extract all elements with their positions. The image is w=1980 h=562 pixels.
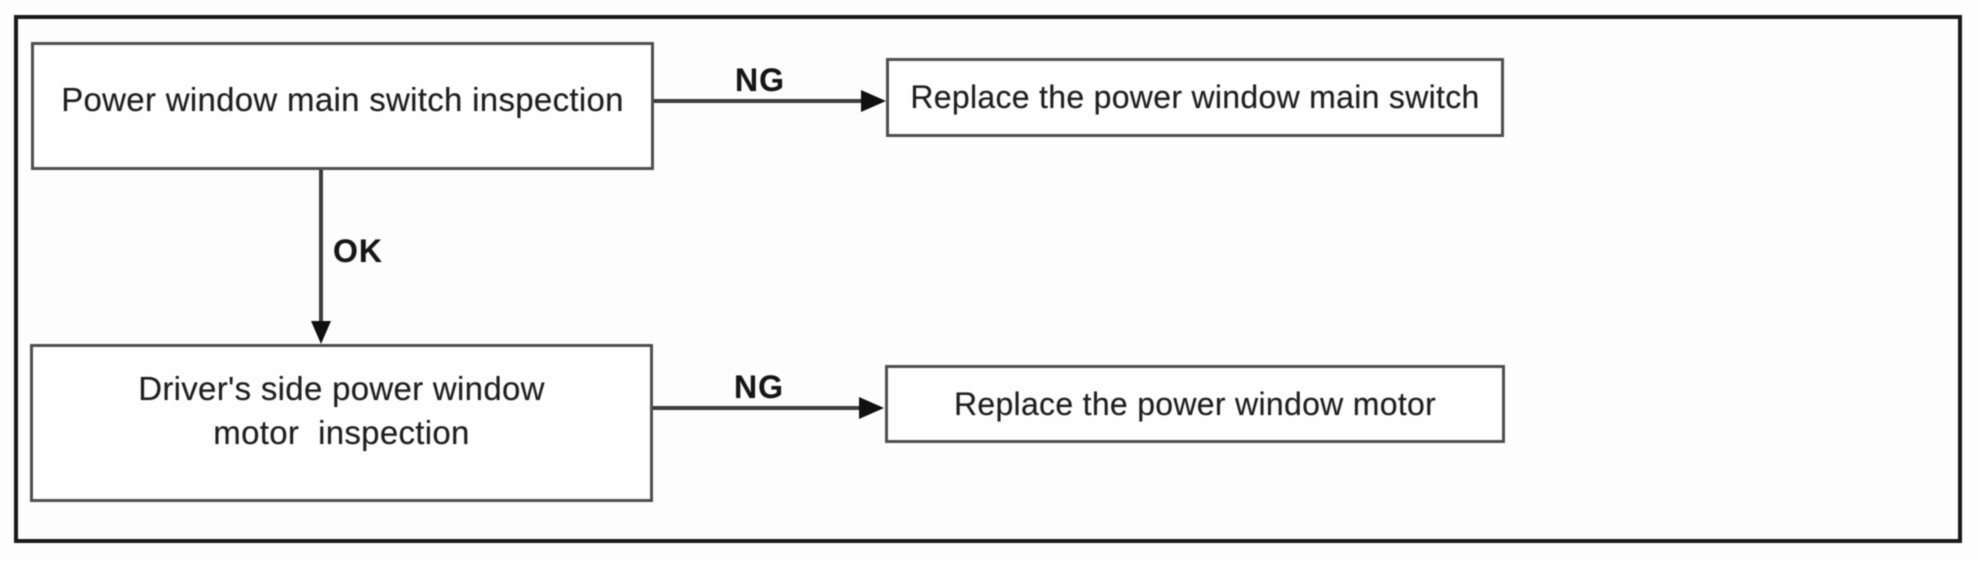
edge-label-ng-bottom: NG xyxy=(734,369,784,405)
node-label: Driver's side power window motor inspect… xyxy=(138,370,545,451)
node-label: Replace the power window motor xyxy=(953,385,1437,422)
arrow-down-head-icon xyxy=(311,321,331,344)
node-replace-power-window-motor: Replace the power window motor xyxy=(885,365,1505,443)
edge-ng-top-line xyxy=(654,99,864,103)
arrow-right-head-icon xyxy=(859,397,884,419)
node-label: Replace the power window main switch xyxy=(910,79,1480,116)
node-label: Power window main switch inspection xyxy=(61,81,624,119)
edge-label-ok: OK xyxy=(333,233,383,269)
node-replace-power-window-main-switch: Replace the power window main switch xyxy=(886,58,1504,137)
edge-ng-bottom-line xyxy=(653,406,863,410)
node-driver-side-power-window-motor-inspection: Driver's side power window motor inspect… xyxy=(30,344,653,502)
edge-ok-line xyxy=(319,170,323,325)
edge-label-ng-top: NG xyxy=(735,62,785,98)
arrow-right-head-icon xyxy=(861,90,886,112)
node-power-window-main-switch-inspection: Power window main switch inspection xyxy=(31,42,654,170)
flowchart-frame xyxy=(14,15,1962,543)
